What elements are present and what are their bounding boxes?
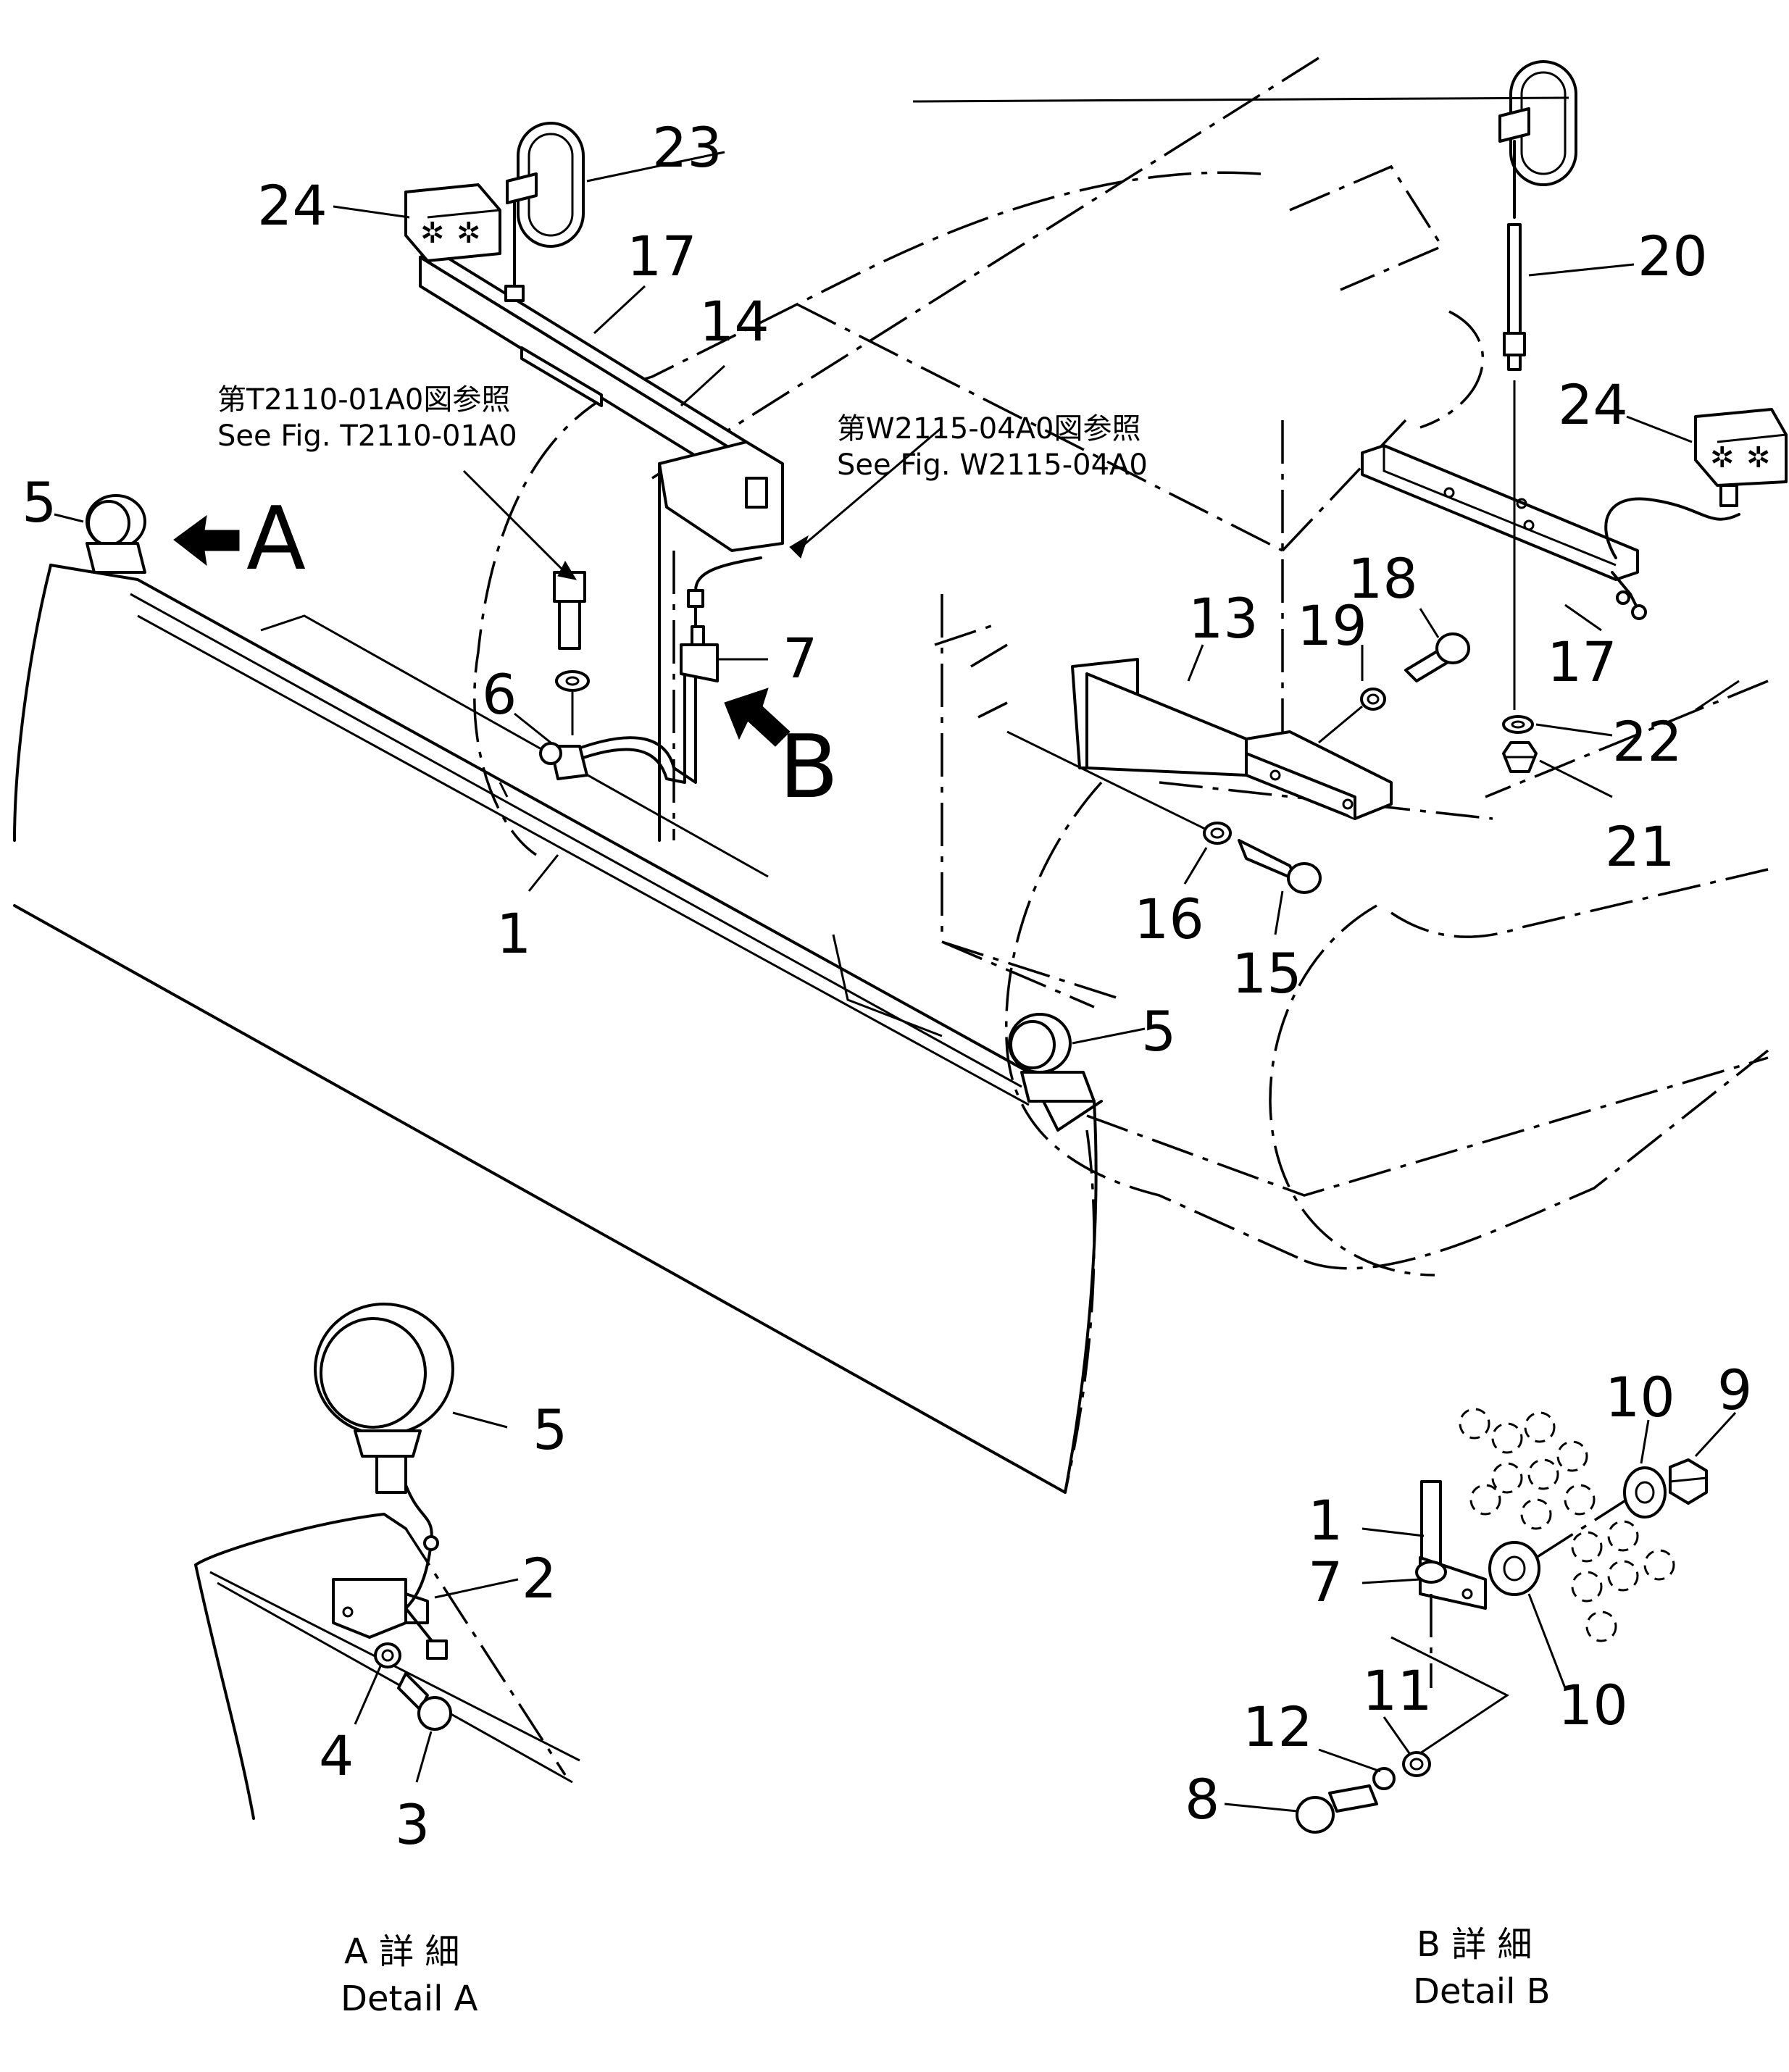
detail-a-title-en: Detail A [341, 1979, 478, 2019]
detail-b-callout-10-top: 10 [1605, 1365, 1675, 1429]
light-left-24: ✲ ✲ [404, 183, 501, 262]
callout-14: 14 [699, 289, 770, 354]
mirror-left-23 [504, 122, 585, 302]
wire-harness [539, 556, 762, 784]
callout-15: 15 [1232, 941, 1302, 1006]
ref-w2115-jp: 第W2115-04A0図参照 [837, 412, 1141, 446]
callout-5-right: 5 [1141, 999, 1176, 1064]
callout-16: 16 [1134, 887, 1204, 951]
mirror-right-23 [1498, 60, 1577, 219]
stay-20 [1503, 223, 1526, 710]
light-left-5 [86, 494, 146, 574]
detail-b-callout-12: 12 [1243, 1695, 1313, 1759]
detail-b-callout-9: 9 [1717, 1358, 1752, 1422]
callout-17-right: 17 [1547, 630, 1617, 694]
detail-a-callout-5: 5 [533, 1398, 567, 1462]
lamp-right-24: ✲ ✲ [1694, 408, 1788, 507]
bolt-t2110 [553, 571, 590, 735]
callout-21: 21 [1605, 814, 1675, 879]
callout-1: 1 [496, 901, 531, 966]
svg-text:✲: ✲ [1710, 441, 1735, 475]
ref-t2110-jp: 第T2110-01A0図参照 [217, 383, 510, 417]
callout-19: 19 [1297, 593, 1367, 658]
arrow-a: A [173, 489, 306, 590]
machine-body-outline [473, 57, 1769, 1277]
detail-a-lamp-5 [314, 1303, 454, 1660]
detail-b-callout-7: 7 [1308, 1550, 1343, 1614]
callout-24-right: 24 [1558, 372, 1628, 437]
callout-20: 20 [1638, 224, 1708, 288]
reference-t2110: 第T2110-01A0図参照 See Fig. T2110-01A0 [217, 383, 517, 453]
arrow-b: B [724, 688, 838, 818]
svg-text:✲: ✲ [1746, 441, 1771, 475]
ref-t2110-en: See Fig. T2110-01A0 [217, 419, 517, 453]
main-leaders [54, 96, 1740, 1045]
detail-b-callout-10-bottom: 10 [1558, 1673, 1628, 1737]
detail-a: 5 2 4 3 A 詳 細 Detail A [194, 1303, 580, 2019]
reference-w2115: 第W2115-04A0図参照 See Fig. W2115-04A0 [837, 412, 1148, 482]
detail-b-title-jp: B 詳 細 [1417, 1924, 1532, 1965]
light-right-5 [1008, 1013, 1096, 1103]
callout-23-left: 23 [652, 115, 722, 180]
callout-18: 18 [1348, 546, 1418, 611]
blade [13, 564, 1103, 1494]
detail-b: 10 9 1 7 10 11 12 8 B 詳 細 Detail B [1185, 1358, 1752, 2012]
right-bracket-17 [1361, 444, 1740, 620]
washer-22-nut-21 [1502, 715, 1538, 773]
detail-a-callout-4: 4 [319, 1724, 354, 1788]
bolt-15-washer-16 [1006, 730, 1322, 894]
detail-a-title-jp: A 詳 細 [344, 1931, 459, 1972]
detail-b-callout-11: 11 [1362, 1658, 1433, 1723]
callout-13: 13 [1188, 586, 1259, 651]
right-bracket-13 [1071, 658, 1393, 820]
left-bracket-assembly [419, 248, 784, 842]
callout-22: 22 [1612, 709, 1682, 774]
svg-text:✲: ✲ [420, 217, 445, 250]
detail-b-callout-8: 8 [1185, 1767, 1219, 1831]
svg-text:✲: ✲ [456, 217, 481, 250]
callout-7: 7 [783, 626, 817, 690]
callout-24-left: 24 [257, 173, 328, 238]
arrow-b-label: B [779, 717, 838, 818]
ref-w2115-en: See Fig. W2115-04A0 [837, 448, 1148, 482]
callout-5-left: 5 [22, 470, 57, 535]
bolt-18-washer-19 [1318, 632, 1470, 744]
detail-a-callout-3: 3 [395, 1792, 430, 1857]
detail-b-holes [1459, 1408, 1675, 1642]
callout-6: 6 [482, 662, 517, 727]
callout-17-left: 17 [627, 224, 697, 288]
arrow-a-label: A [246, 489, 306, 590]
detail-b-title-en: Detail B [1413, 1971, 1551, 2012]
main-callouts: 23 24 17 14 5 20 24 17 22 21 13 19 18 7 … [22, 115, 1708, 1064]
detail-a-callout-2: 2 [522, 1546, 556, 1611]
detail-b-callout-1: 1 [1308, 1488, 1343, 1553]
